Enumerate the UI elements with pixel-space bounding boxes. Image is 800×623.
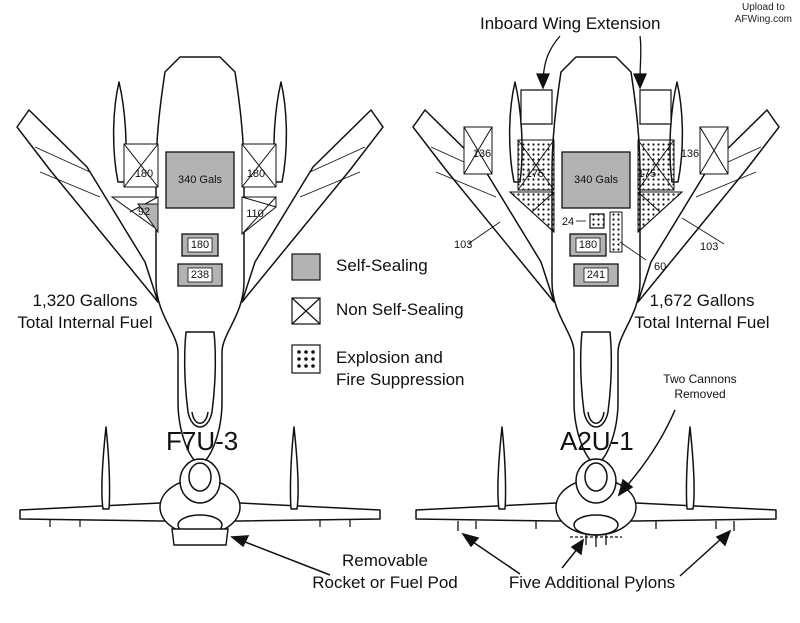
a2u1-left-outer-tank-label: 136	[473, 148, 491, 160]
f7u3-right-lower-tank-label: 110	[246, 208, 264, 220]
a2u1-tank-labels: 340 Gals 136 136 175 175 180 241 24 103 …	[454, 148, 718, 281]
a2u1-label-60: 60	[654, 261, 666, 273]
f7u3-tank-labels: 340 Gals 180 180 92 110 180 238	[135, 168, 265, 281]
legend-self-sealing-label: Self-Sealing	[336, 256, 428, 275]
legend-non-self-sealing-swatch	[291, 297, 321, 325]
a2u1-left-inner-tank-label: 175	[526, 168, 544, 180]
legend-explosion-label: Explosion and Fire Suppression	[336, 348, 465, 389]
a2u1-fuel-total: 1,672 Gallons Total Internal Fuel	[634, 291, 770, 332]
a2u1-planform	[412, 56, 780, 465]
f7u3-left-wing-tank-label: 180	[135, 168, 153, 180]
legend-non-self-sealing-label: Non Self-Sealing	[336, 300, 464, 319]
bottom-callout-arrows	[230, 409, 732, 577]
f7u3-fuselage-tank-2-label: 238	[191, 269, 209, 281]
legend-self-sealing-swatch	[291, 253, 321, 281]
f7u3-left-lower-tank-label: 92	[138, 206, 150, 218]
inboard-extension-arrows	[536, 35, 647, 90]
a2u1-center-tank-label: 340 Gals	[574, 174, 619, 186]
a2u1-label-103-left: 103	[454, 239, 472, 251]
a2u1-fuselage-tank-2-label: 241	[587, 269, 605, 281]
f7u3-title: F7U-3	[166, 426, 239, 456]
f7u3-planform	[16, 56, 384, 465]
f7u3-fuselage-tank-1-label: 180	[191, 239, 209, 251]
inboard-wing-extension-callout: Inboard Wing Extension	[480, 14, 661, 33]
watermark: Upload to AFWing.com	[734, 2, 792, 25]
a2u1-title: A2U-1	[560, 426, 634, 456]
five-pylons-callout: Five Additional Pylons	[508, 573, 676, 592]
a2u1-right-inner-tank-label: 175	[638, 168, 656, 180]
f7u3-right-wing-tank-label: 180	[247, 168, 265, 180]
a2u1-right-outer-tank-label: 136	[681, 148, 699, 160]
a2u1-label-103-right: 103	[700, 241, 718, 253]
a2u1-suppression-tank-label: 24	[562, 216, 574, 228]
legend-explosion-swatch	[291, 344, 321, 374]
two-cannons-removed-callout: Two Cannons Removed	[663, 372, 737, 401]
f7u3-front-view	[19, 426, 381, 546]
a2u1-fuselage-tank-1-label: 180	[579, 239, 597, 251]
f7u3-fuel-total: 1,320 Gallons Total Internal Fuel	[17, 291, 153, 332]
removable-pod-callout: Removable Rocket or Fuel Pod	[312, 551, 458, 592]
f7u3-center-tank-label: 340 Gals	[178, 174, 223, 186]
a2u1-front-view	[415, 426, 777, 547]
